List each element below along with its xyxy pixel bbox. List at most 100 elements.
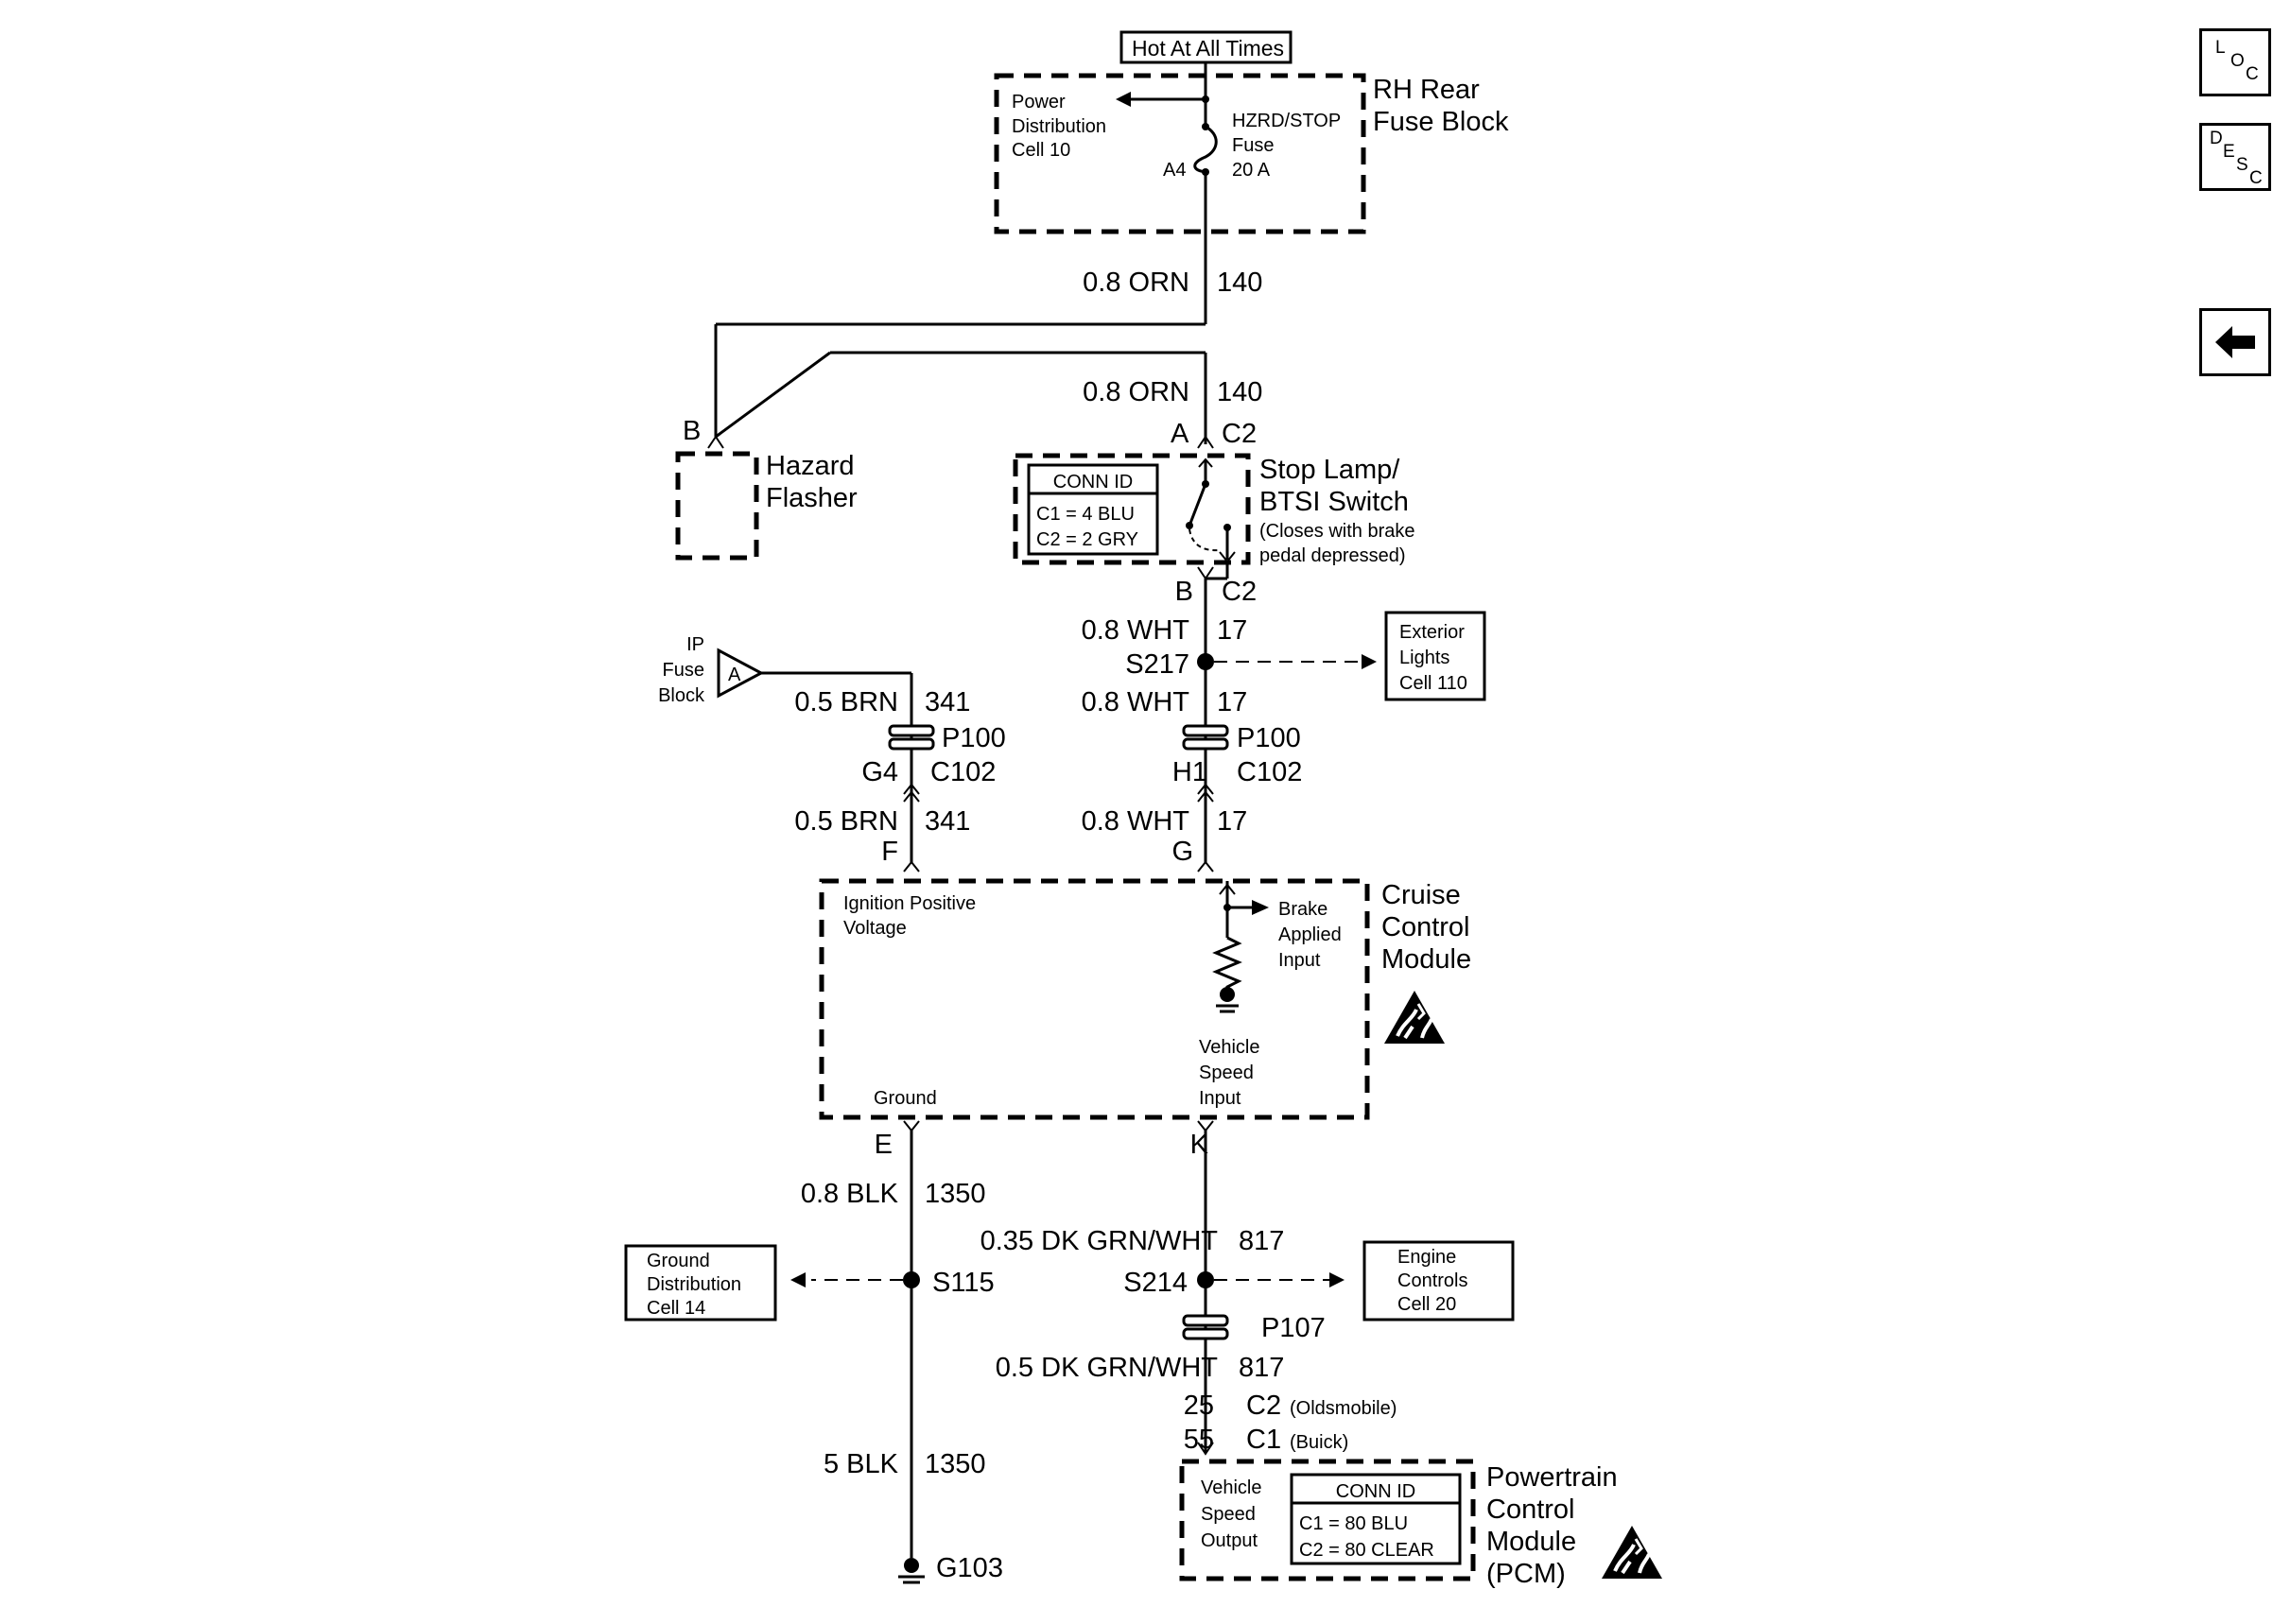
oldsmobile-note: (Oldsmobile) — [1290, 1398, 1397, 1419]
connector-e: E — [875, 1130, 893, 1160]
connector-g: G — [1171, 837, 1193, 867]
description-button[interactable]: D E S C — [2199, 123, 2271, 191]
splice-s115: S115 — [932, 1268, 995, 1298]
ground-distribution-label-2: Distribution — [647, 1274, 741, 1295]
switch-pin-a: A — [1171, 419, 1189, 449]
cruise-ign-label: Ignition Positive — [843, 893, 976, 914]
back-button[interactable] — [2199, 308, 2271, 376]
pcm-conn-id-box — [1290, 1473, 1462, 1565]
exterior-lights-label-2: Lights — [1399, 648, 1449, 668]
ip-fuse-label: IP — [686, 634, 704, 655]
fuse-pin-a4: A4 — [1163, 160, 1186, 181]
pcm-conn-c2: C2 — [1246, 1391, 1281, 1421]
connector-p100-left: P100 — [942, 723, 1006, 753]
wire-17-circuit: 17 — [1217, 615, 1247, 646]
wire-817-circuit: 817 — [1239, 1226, 1284, 1256]
splice-s214-dot — [1197, 1271, 1214, 1288]
hazard-flasher-pin: B — [683, 416, 701, 446]
wire-17-circuit-2: 17 — [1217, 687, 1247, 717]
switch-note-2: pedal depressed) — [1259, 545, 1406, 566]
circuit-140: 0.8 ORN 140 0.8 ORN 140 — [714, 172, 1262, 444]
ip-fuse-pin: A — [728, 665, 741, 685]
wire-140-circuit: 140 — [1217, 268, 1262, 298]
wire-1350-circuit: 1350 — [925, 1179, 986, 1209]
splice-s115-dot — [903, 1271, 920, 1288]
fuse-block-name: RH Rear — [1373, 75, 1480, 105]
pcm-name: Powertrain — [1486, 1462, 1618, 1493]
pcm-name-4: (PCM) — [1486, 1559, 1566, 1589]
circuit-341: IP Fuse Block A 0.5 BRN 341 P100 G4 C102… — [658, 634, 1006, 872]
switch-note: (Closes with brake — [1259, 521, 1415, 542]
wire-17-circuit-3: 17 — [1217, 806, 1247, 837]
hazard-flasher: B Hazard Flasher — [675, 416, 858, 561]
ground-label: Ground — [874, 1088, 937, 1109]
ground-distribution-cell: Cell 14 — [647, 1298, 705, 1319]
fuse-block-name-2: Fuse Block — [1373, 107, 1509, 137]
switch-conn-c2: C2 = 2 GRY — [1036, 529, 1138, 550]
splice-s214: S214 — [1123, 1268, 1188, 1298]
connector-p107: P107 — [1261, 1313, 1326, 1343]
wire-1350-gauge: 0.8 BLK — [801, 1179, 899, 1209]
cruise-module-name: Cruise — [1381, 880, 1461, 910]
ip-fuse-label-2: Fuse — [663, 660, 704, 681]
switch-conn-c1: C1 = 4 BLU — [1036, 504, 1135, 525]
cruise-module-name-3: Module — [1381, 944, 1471, 975]
vss-input-label-3: Input — [1199, 1088, 1241, 1109]
wire-817-circuit-2: 817 — [1239, 1353, 1284, 1383]
wire-17-gauge-3: 0.8 WHT — [1082, 806, 1190, 837]
circuit-817: K 0.35 DK GRN/WHT 817 S214 Engine Contro… — [980, 1120, 1515, 1456]
ip-fuse-pin-flag — [717, 648, 765, 699]
loc-letter-c: C — [2246, 64, 2259, 84]
loc-letter-l: L — [2215, 38, 2226, 58]
exterior-lights-box — [1384, 611, 1486, 701]
vso-label: Vehicle — [1201, 1477, 1262, 1498]
ground-distribution-box — [624, 1244, 777, 1322]
vso-label-2: Speed — [1201, 1504, 1256, 1525]
cruise-module-outline — [819, 878, 1370, 1120]
fuse-block: Hot At All Times RH Rear Fuse Block Powe… — [994, 30, 1509, 234]
desc-letter-s: S — [2236, 155, 2248, 175]
hot-at-all-times-label: Hot At All Times — [1132, 36, 1284, 60]
vss-input-label: Vehicle — [1199, 1037, 1260, 1058]
pcm: Vehicle Speed Output CONN ID C1 = 80 BLU… — [1179, 1459, 1664, 1589]
wire-140-gauge-2: 0.8 ORN — [1083, 377, 1189, 407]
brake-applied-label-2: Applied — [1278, 924, 1342, 945]
ip-fuse-label-3: Block — [658, 685, 705, 706]
hazard-flasher-name-2: Flasher — [766, 483, 858, 513]
desc-letter-e: E — [2223, 142, 2235, 162]
wire-341-circuit-2: 341 — [925, 806, 970, 837]
pcm-name-3: Module — [1486, 1527, 1576, 1557]
wire-1350-gauge-2: 5 BLK — [824, 1449, 899, 1479]
hazard-flasher-name: Hazard — [766, 451, 855, 481]
pcm-pin-25: 25 — [1184, 1391, 1214, 1421]
location-button[interactable]: L O C — [2199, 28, 2271, 96]
vso-label-3: Output — [1201, 1530, 1258, 1551]
fuse-name-2: Fuse — [1232, 135, 1274, 156]
engine-controls-label-2: Controls — [1397, 1270, 1467, 1291]
esd-warning-icon — [1382, 989, 1447, 1045]
wire-341-gauge-2: 0.5 BRN — [794, 806, 898, 837]
power-distribution-label-2: Distribution — [1012, 116, 1106, 137]
power-distribution-cell: Cell 10 — [1012, 140, 1070, 161]
circuit-17: 0.8 WHT 17 S217 Exterior Lights Cell 110… — [1082, 561, 1486, 872]
circuit-1350: E 0.8 BLK 1350 S115 Ground Distribution … — [624, 1120, 1003, 1584]
wire-140-gauge: 0.8 ORN — [1083, 268, 1189, 298]
brake-applied-label: Brake — [1278, 899, 1327, 920]
desc-letter-d: D — [2210, 129, 2223, 148]
wire-817-gauge: 0.35 DK GRN/WHT — [980, 1226, 1219, 1256]
exterior-lights-cell: Cell 110 — [1399, 673, 1467, 694]
pcm-conn-c2-text: C2 = 80 CLEAR — [1299, 1540, 1434, 1561]
loc-letter-o: O — [2230, 51, 2245, 71]
wire-1350-circuit-2: 1350 — [925, 1449, 986, 1479]
switch-conn-id-title: CONN ID — [1053, 472, 1133, 492]
engine-controls-cell: Cell 20 — [1397, 1294, 1456, 1315]
pcm-conn-c1: C1 — [1246, 1425, 1281, 1455]
pcm-outline — [1179, 1459, 1476, 1581]
switch-conn-c2-top: C2 — [1222, 419, 1257, 449]
cruise-control-module: Ignition Positive Voltage Brake Applied … — [819, 878, 1471, 1120]
switch-name: Stop Lamp/ — [1259, 455, 1400, 485]
pull-down-resistor — [1212, 936, 1242, 993]
switch-pin-b: B — [1175, 577, 1193, 607]
cruise-module-name-2: Control — [1381, 912, 1470, 942]
